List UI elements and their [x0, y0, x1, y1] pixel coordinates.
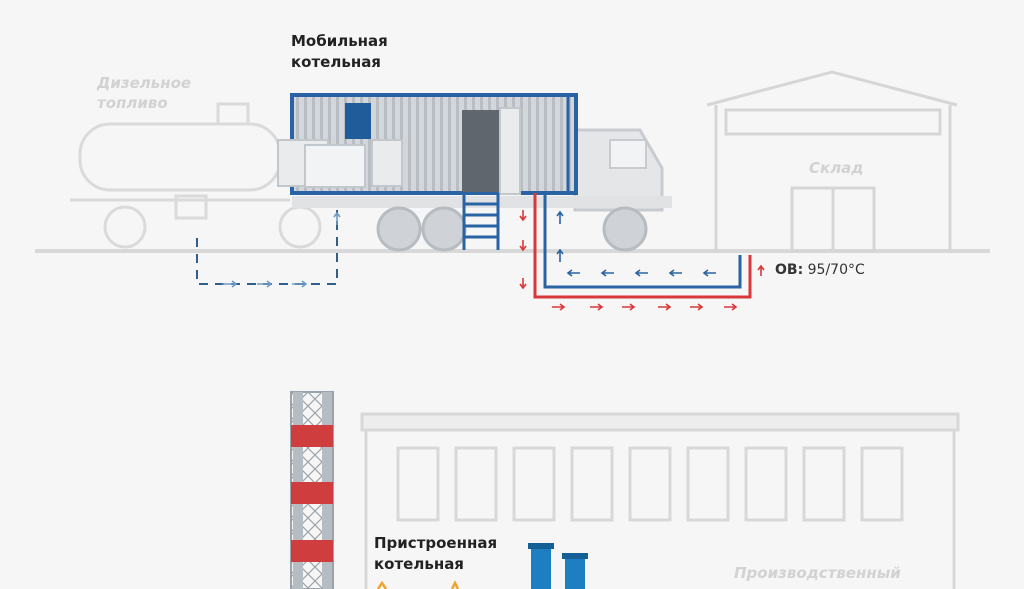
flame-icon	[376, 580, 460, 589]
chimney-tower	[290, 391, 334, 589]
heating-code: ОВ:	[775, 262, 804, 278]
attached-boiler-stacks	[528, 543, 588, 589]
warehouse-label: Склад	[809, 159, 864, 177]
mobile-boiler-label: Мобильная котельная	[291, 31, 388, 73]
boiler-container	[277, 93, 578, 195]
mobile-boiler-label-line2: котельная	[291, 53, 381, 71]
return-pipe	[543, 193, 742, 289]
mobile-boiler-label-line1: Мобильная	[291, 32, 388, 50]
diesel-fuel-label: Дизельное топливо	[97, 73, 191, 113]
attached-boiler-label-line2: котельная	[374, 555, 464, 573]
attached-boiler-label: Пристроенная котельная	[374, 533, 497, 575]
fuel-line	[196, 210, 341, 288]
diesel-label-line2: топливо	[97, 94, 168, 112]
heating-temperature: 95/70	[807, 262, 848, 278]
factory-label: Производственный	[734, 564, 901, 582]
attached-boiler-label-line1: Пристроенная	[374, 534, 498, 552]
truck	[292, 128, 672, 252]
factory-building	[360, 412, 960, 589]
heating-unit: °C	[847, 262, 865, 278]
diesel-label-line1: Дизельное	[97, 74, 192, 92]
container-stairs	[462, 193, 500, 250]
fuel-tanker	[70, 102, 322, 249]
warehouse-building	[706, 70, 958, 253]
heating-params-label: ОВ: 95/70°C	[775, 262, 865, 278]
supply-pipe	[519, 193, 765, 311]
